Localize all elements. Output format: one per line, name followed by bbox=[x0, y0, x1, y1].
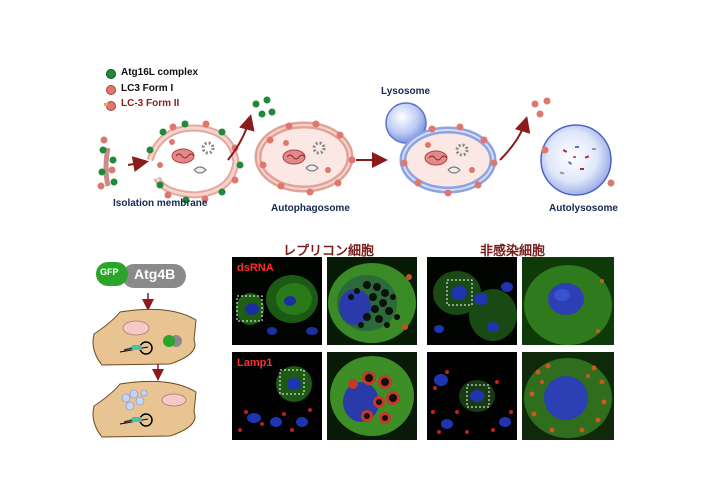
micrograph-replicon-dsrna-overview: dsRNA bbox=[232, 257, 322, 345]
autophagy-pathway-diagram bbox=[97, 96, 615, 204]
micrograph-replicon-dsrna-zoom bbox=[327, 257, 417, 345]
atg4b-label: Atg4B bbox=[134, 266, 176, 282]
atg4b-capsule bbox=[122, 264, 186, 288]
micrograph-uninfected-dsrna-zoom bbox=[522, 257, 614, 345]
stage-isolation-membrane: Isolation membrane bbox=[113, 198, 208, 209]
replicon-cells-heading: レプリコン細胞 bbox=[283, 244, 375, 259]
gfp-capsule bbox=[96, 262, 128, 286]
autolysosome-stage bbox=[540, 124, 615, 196]
fusion-stage bbox=[399, 123, 498, 197]
atg16l-dot bbox=[106, 69, 116, 79]
legend-lc3-form2: LC-3 Form II bbox=[121, 98, 180, 109]
dsrna-label: dsRNA bbox=[237, 262, 274, 274]
legend-atg16l: Atg16L complex bbox=[121, 67, 199, 78]
stage-autolysosome: Autolysosome bbox=[549, 203, 618, 214]
uninfected-cells-heading: 非感染細胞 bbox=[480, 244, 546, 259]
lc3-form1-dot bbox=[106, 85, 116, 95]
stage-autophagosome: Autophagosome bbox=[271, 203, 350, 214]
micrograph-replicon-lamp1-overview: Lamp1 bbox=[232, 352, 322, 440]
lysosome-label: Lysosome bbox=[381, 86, 431, 97]
legend-lc3-form1: LC3 Form I bbox=[121, 83, 174, 94]
lc3-form2-stalk bbox=[104, 103, 108, 106]
lc3-form2-dot bbox=[106, 101, 116, 111]
micrograph-uninfected-dsrna-overview bbox=[427, 257, 517, 345]
cell-schematics bbox=[92, 293, 197, 438]
micrograph-uninfected-lamp1-overview bbox=[427, 352, 517, 440]
isolation-membrane-stage bbox=[97, 120, 244, 204]
micrograph-replicon-lamp1-zoom bbox=[327, 352, 417, 440]
lamp1-label: Lamp1 bbox=[237, 357, 273, 369]
micrograph-uninfected-lamp1-zoom bbox=[522, 352, 614, 440]
autophagosome-stage bbox=[254, 120, 356, 196]
gfp-label: GFP bbox=[100, 267, 119, 277]
